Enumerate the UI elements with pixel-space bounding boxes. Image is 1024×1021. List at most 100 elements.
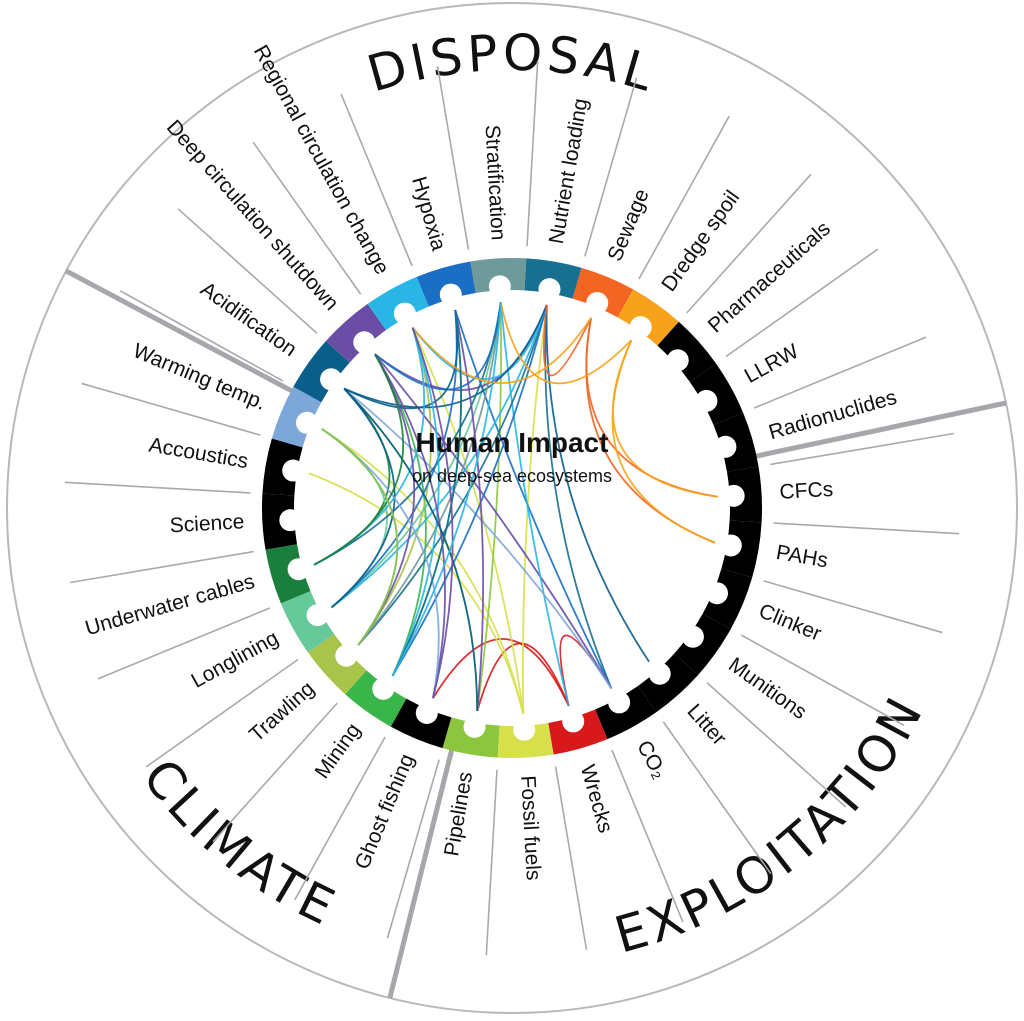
spoke-line [252,141,362,295]
spoke-line [611,749,684,923]
ring-segment [637,653,699,713]
spoke-line [212,702,338,843]
spoke-line [145,658,299,768]
ring-notch [666,349,689,372]
ring-segment [657,321,717,383]
impact-link [544,304,613,689]
impact-link [542,304,592,377]
spoke-line [97,607,271,680]
ring-notch [393,302,416,325]
ring-notch [513,718,536,741]
impact-link [374,353,427,677]
ring-segment [271,386,322,448]
impact-link [331,304,548,609]
impact-link [432,638,570,707]
spoke-line [753,336,927,409]
ring-segment [702,568,753,630]
ring-notch [538,278,561,301]
ring-notch [586,292,609,315]
ring-notch [282,459,305,482]
ring-segment [307,633,367,695]
impact-link [499,302,633,385]
segment-label: Science [169,510,245,537]
sector-dividers [64,268,1007,999]
impact-link [611,339,716,544]
sector-divider [724,400,1007,466]
impact-link [374,302,502,391]
spoke-line [554,766,588,950]
ring-notch [296,411,319,434]
ring-notch [681,625,704,648]
ring-segment [390,698,452,749]
spoke-line [119,290,284,382]
impact-link [308,472,525,714]
ring-notch [320,368,343,391]
ring-segment [325,303,387,363]
ring-notch [463,715,486,738]
segment-label: Fossil fuels [516,775,545,881]
impact-link [357,327,432,646]
impact-link [343,304,548,409]
ring-notch [335,644,358,667]
spoke-line [770,432,954,466]
impact-link [411,317,592,384]
ring-notch [608,691,631,714]
ring-notch [695,389,718,412]
segment-label: CFCs [779,478,834,504]
spoke-line [436,66,470,250]
impact-link [454,309,485,712]
ring-segment [345,670,407,727]
impact-link [321,428,525,714]
ring-notch [415,701,438,724]
impact-link [391,327,440,677]
ring-notch [439,283,462,306]
impact-link [321,428,399,646]
impact-link [343,387,479,712]
spoke-line [686,173,812,314]
label-spokes [64,60,960,956]
spoke-line [584,77,638,257]
ring-segment [572,267,634,318]
ring-notch [705,582,728,605]
impact-link [374,353,446,699]
ring-notch [722,484,745,507]
sector-divider [387,718,462,999]
impact-link [343,387,613,689]
ring-notch [279,509,302,532]
impact-link [330,387,396,609]
impact-link [374,353,613,689]
impact-link [391,304,548,677]
spoke-line [763,580,943,634]
impact-link [499,302,570,707]
impact-link [343,309,459,410]
title-human-impact: Human Impact [416,427,609,458]
ring-notch [648,662,671,685]
ring-notch [372,677,395,700]
ring-notch [719,534,742,557]
impact-link [357,302,502,646]
spoke-line [340,93,413,267]
ring-notch [714,435,737,458]
ring-notch [629,316,652,339]
spoke-line [662,721,772,875]
ring-segment [595,685,657,740]
spoke-line [740,634,905,726]
impact-link [313,353,405,566]
subtitle-deep-sea: on deep-sea ecosystems [412,466,612,486]
ring-segment [617,289,679,346]
impact-link [357,304,548,646]
spoke-line [526,60,539,247]
color-ring [262,258,762,758]
sector-divider [64,268,321,408]
spoke-line [773,522,960,535]
spoke-line [706,682,847,808]
spoke-line [294,736,386,901]
impact-link [545,304,650,663]
spoke-line [485,769,498,956]
ring-notch [287,558,310,581]
ring-notch [353,331,376,354]
spoke-line [725,248,879,358]
ring-segment [293,341,350,403]
spoke-line [70,550,254,584]
